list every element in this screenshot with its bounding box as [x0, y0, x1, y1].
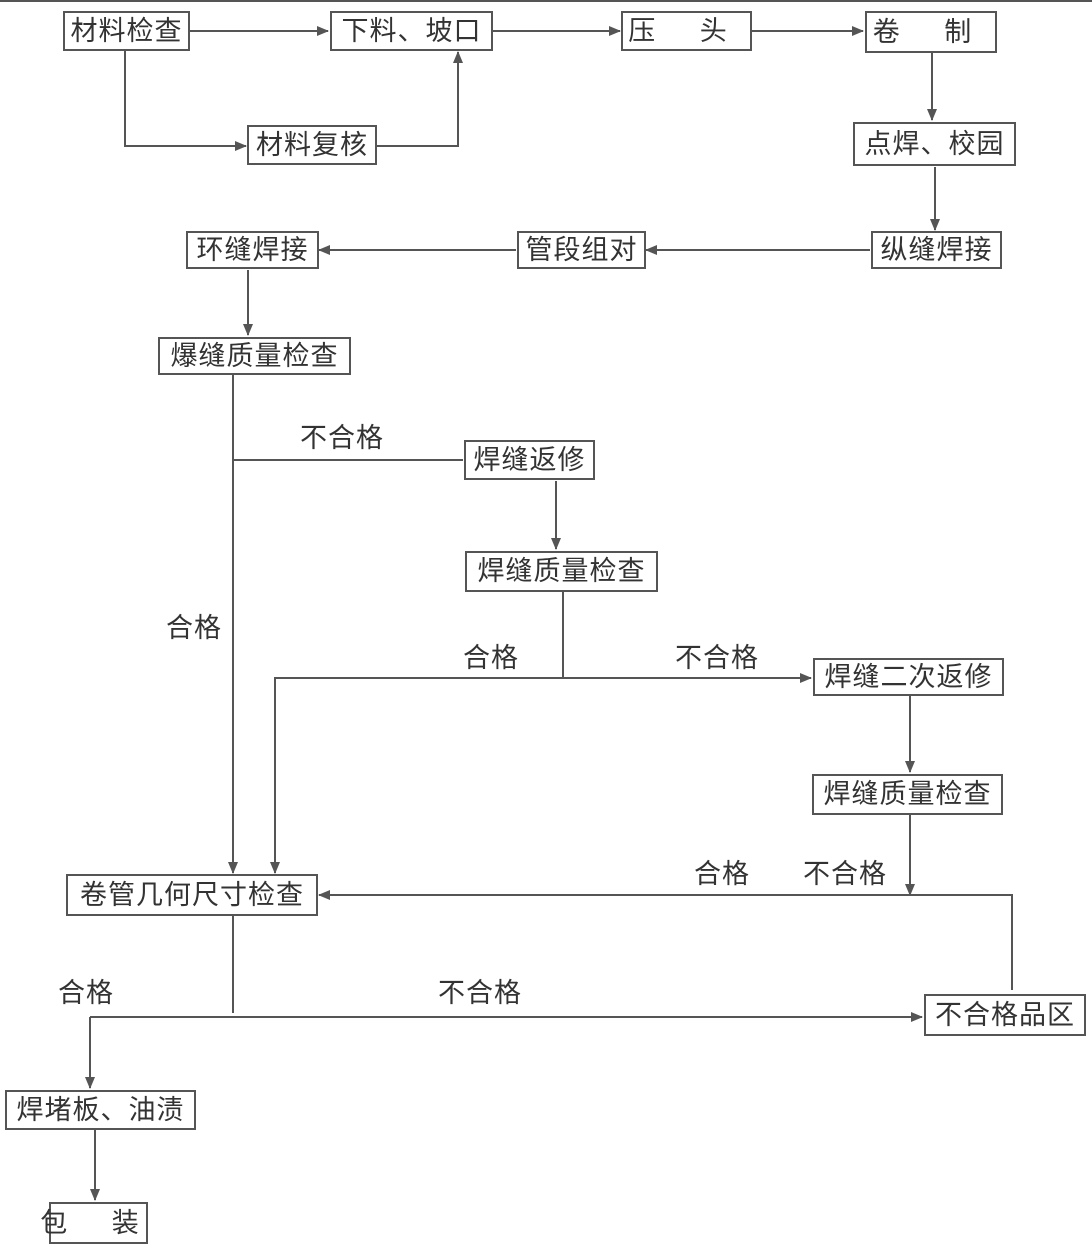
node-longitudinal-weld: 纵缝焊接 — [871, 231, 1002, 269]
node-plug-oil: 焊堵板、油渍 — [5, 1090, 196, 1130]
node-reject-area: 不合格品区 — [924, 994, 1086, 1036]
node-material-check: 材料检查 — [63, 11, 190, 51]
arrow-check2-pass-to-geometry — [270, 677, 563, 874]
node-packing: 包 装 — [40, 1202, 148, 1244]
label-pass-2: 合格 — [463, 643, 519, 674]
arrow-recheck-to-cutting — [377, 51, 463, 147]
label-fail-2: 不合格 — [675, 643, 759, 674]
node-weld-repair: 焊缝返修 — [464, 440, 595, 480]
node-pressing: 压 头 — [621, 11, 752, 51]
arrow-check3-pass-to-geometry — [318, 890, 1013, 990]
label-pass-1: 合格 — [166, 613, 222, 644]
node-weld-quality-check-3: 焊缝质量检查 — [812, 774, 1003, 815]
label-fail-4: 不合格 — [438, 978, 522, 1009]
node-weld-quality-check-1: 爆缝质量检查 — [158, 337, 351, 375]
node-cutting-bevel: 下料、坡口 — [330, 11, 493, 51]
node-pipe-assembly: 管段组对 — [517, 231, 646, 269]
node-weld-second-repair: 焊缝二次返修 — [813, 658, 1004, 696]
top-border — [0, 0, 1092, 2]
label-pass-4: 合格 — [58, 978, 114, 1009]
label-fail-1: 不合格 — [300, 423, 384, 454]
node-tack-weld-round: 点焊、校园 — [853, 122, 1016, 166]
arrow-material-check-to-recheck — [124, 50, 247, 151]
label-pass-3: 合格 — [694, 859, 750, 890]
node-geometry-check: 卷管几何尺寸检查 — [66, 874, 318, 916]
node-circumferential-weld: 环缝焊接 — [186, 231, 319, 269]
label-fail-3: 不合格 — [803, 859, 887, 890]
node-weld-quality-check-2: 焊缝质量检查 — [465, 551, 658, 592]
node-material-recheck: 材料复核 — [247, 125, 377, 165]
node-rolling: 卷 制 — [865, 11, 997, 53]
